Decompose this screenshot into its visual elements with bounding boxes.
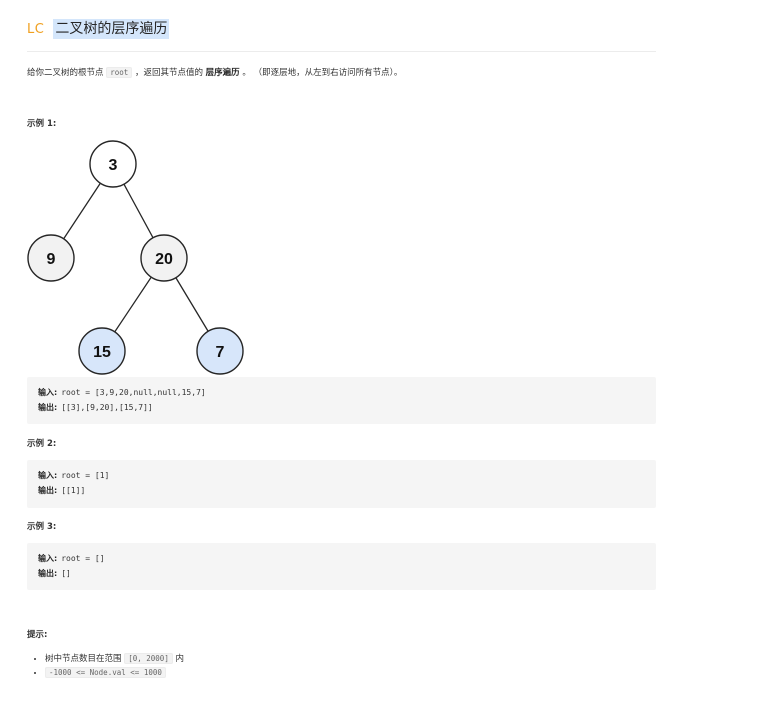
desc-code-root: root bbox=[106, 67, 133, 78]
tips-label: 提示: bbox=[27, 630, 48, 640]
tip-item: 树中节点数目在范围 [0, 2000] 内 bbox=[45, 652, 184, 666]
example-3-output-line: 输出:[] bbox=[38, 566, 656, 581]
tree-node-7: 7 bbox=[196, 327, 244, 375]
input-key: 输入: bbox=[38, 471, 58, 480]
input-value: root = [3,9,20,null,null,15,7] bbox=[61, 388, 206, 397]
output-value: [] bbox=[61, 569, 71, 578]
node-label: 3 bbox=[109, 157, 118, 174]
tip-item: -1000 <= Node.val <= 1000 bbox=[45, 666, 184, 680]
example-1-output-line: 输出:[[3],[9,20],[15,7]] bbox=[38, 400, 656, 415]
divider bbox=[27, 51, 656, 52]
tips-section: 提示: 树中节点数目在范围 [0, 2000] 内 -1000 <= Node.… bbox=[27, 628, 184, 680]
title-row: LC 二叉树的层序遍历 bbox=[27, 19, 170, 39]
tree-node-15: 15 bbox=[78, 327, 126, 375]
output-key: 输出: bbox=[38, 403, 58, 412]
output-key: 输出: bbox=[38, 486, 58, 495]
node-label: 15 bbox=[93, 344, 111, 361]
example-1-codebox: 输入:root = [3,9,20,null,null,15,7] 输出:[[3… bbox=[27, 377, 656, 424]
node-label: 20 bbox=[155, 251, 173, 268]
problem-description: 给你二叉树的根节点 root ，返回其节点值的 层序遍历 。 （即逐层地，从左到… bbox=[27, 66, 402, 80]
output-value: [[1]] bbox=[61, 486, 86, 495]
desc-text-1: 给你二叉树的根节点 bbox=[27, 68, 107, 78]
lc-badge: LC bbox=[27, 21, 45, 37]
desc-bold: 层序遍历 bbox=[205, 68, 240, 78]
tip-text: 内 bbox=[172, 654, 185, 664]
tip-code: [0, 2000] bbox=[124, 653, 173, 664]
node-label: 7 bbox=[216, 344, 225, 361]
example-2-codebox: 输入:root = [1] 输出:[[1]] bbox=[27, 460, 656, 508]
tips-list: 树中节点数目在范围 [0, 2000] 内 -1000 <= Node.val … bbox=[27, 652, 184, 680]
example-2-output-line: 输出:[[1]] bbox=[38, 483, 656, 498]
example-3-input-line: 输入:root = [] bbox=[38, 551, 656, 566]
tip-text: 树中节点数目在范围 bbox=[45, 654, 125, 664]
example-1-input-line: 输入:root = [3,9,20,null,null,15,7] bbox=[38, 385, 656, 400]
example-2-label: 示例 2: bbox=[27, 439, 57, 449]
example-1-label: 示例 1: bbox=[27, 119, 57, 129]
output-value: [[3],[9,20],[15,7]] bbox=[61, 403, 153, 412]
input-key: 输入: bbox=[38, 554, 58, 563]
tip-code: -1000 <= Node.val <= 1000 bbox=[45, 667, 166, 678]
binary-tree-diagram: 3 9 20 15 7 bbox=[27, 140, 244, 375]
input-key: 输入: bbox=[38, 388, 58, 397]
node-label: 9 bbox=[47, 251, 56, 268]
desc-text-2: ，返回其节点值的 bbox=[132, 68, 206, 78]
example-2-input-line: 输入:root = [1] bbox=[38, 468, 656, 483]
page-title[interactable]: 二叉树的层序遍历 bbox=[53, 19, 170, 39]
output-key: 输出: bbox=[38, 569, 58, 578]
tree-node-20: 20 bbox=[140, 234, 188, 282]
desc-text-3: 。 （即逐层地，从左到右访问所有节点）。 bbox=[239, 68, 403, 78]
tree-node-3: 3 bbox=[89, 140, 137, 188]
input-value: root = [] bbox=[61, 554, 105, 563]
input-value: root = [1] bbox=[61, 471, 110, 480]
example-3-codebox: 输入:root = [] 输出:[] bbox=[27, 543, 656, 590]
example-3-label: 示例 3: bbox=[27, 522, 57, 532]
tree-node-9: 9 bbox=[27, 234, 75, 282]
